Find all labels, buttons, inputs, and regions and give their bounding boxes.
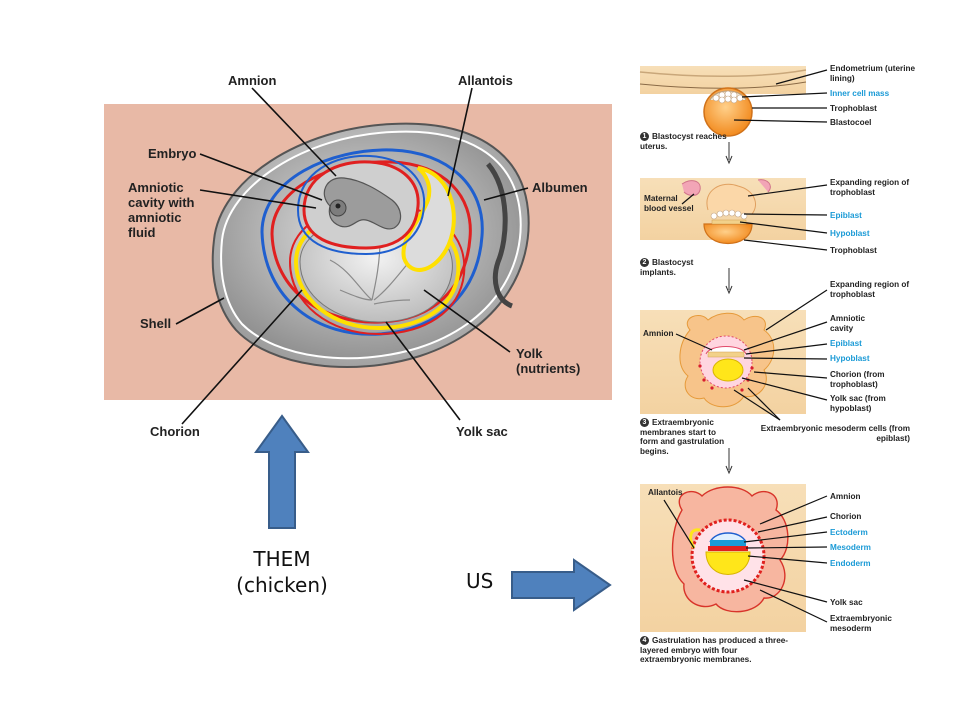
s3-label-chorion: Chorion (from trophoblast) bbox=[830, 370, 885, 389]
s3-number-badge: 3 bbox=[640, 418, 649, 427]
s1-label-inner-cell-mass: Inner cell mass bbox=[830, 89, 890, 98]
caption-human: US bbox=[466, 569, 494, 593]
s2-label-maternal-vessel: Maternal blood vessel bbox=[644, 194, 694, 213]
label-yolk-sac: Yolk sac bbox=[456, 424, 508, 439]
chorion-membrane bbox=[260, 148, 484, 336]
s1-label-endometrium: Endometrium (uterine lining) bbox=[830, 64, 916, 83]
s4-label-endoderm: Endoderm bbox=[830, 559, 871, 568]
s3-label-epiblast: Epiblast bbox=[830, 339, 862, 348]
s4-label-chorion: Chorion bbox=[830, 512, 862, 521]
s1-label-trophoblast: Trophoblast bbox=[830, 104, 877, 113]
s2-number-badge: 2 bbox=[640, 258, 649, 267]
s2-label-epiblast: Epiblast bbox=[830, 211, 862, 220]
s4-label-mesoderm: Mesoderm bbox=[830, 543, 871, 552]
s3-label-yolk-sac: Yolk sac (from hypoblast) bbox=[830, 394, 886, 413]
label-amnion: Amnion bbox=[228, 73, 277, 88]
s4-label-amnion: Amnion bbox=[830, 492, 861, 501]
s1-label-blastocoel: Blastocoel bbox=[830, 118, 872, 127]
stage1-illustration bbox=[639, 66, 807, 165]
label-amniotic-cavity: Amniotic cavity with amniotic fluid bbox=[128, 180, 195, 240]
s4-label-yolk-sac: Yolk sac bbox=[830, 598, 863, 607]
allantois-membrane bbox=[401, 166, 456, 272]
label-yolk: Yolk (nutrients) bbox=[516, 346, 581, 376]
embryo bbox=[323, 177, 402, 230]
s4-label-extra-mesoderm: Extraembryonic mesoderm bbox=[830, 614, 892, 633]
label-embryo: Embryo bbox=[148, 146, 197, 161]
s3-label-hypoblast: Hypoblast bbox=[830, 354, 870, 363]
s3-label-amniotic-cavity: Amniotic cavity bbox=[830, 314, 866, 333]
s3-label-expanding: Expanding region of trophoblast bbox=[830, 280, 910, 299]
s4-label-ectoderm: Ectoderm bbox=[830, 528, 868, 537]
label-albumen: Albumen bbox=[532, 180, 588, 195]
caption-chicken: THEM (chicken) bbox=[236, 547, 328, 597]
label-chorion: Chorion bbox=[150, 424, 200, 439]
label-allantois: Allantois bbox=[458, 73, 513, 88]
s4-label-allantois: Allantois bbox=[648, 488, 683, 497]
label-shell: Shell bbox=[140, 316, 172, 331]
right-arrow-icon bbox=[511, 558, 612, 612]
s4-number-badge: 4 bbox=[640, 636, 649, 645]
up-arrow-icon bbox=[254, 414, 310, 529]
s3-label-amnion: Amnion bbox=[643, 329, 674, 338]
stage2-illustration bbox=[640, 178, 806, 295]
stage4-illustration bbox=[640, 484, 806, 632]
s1-number-badge: 1 bbox=[640, 132, 649, 141]
s2-label-hypoblast: Hypoblast bbox=[830, 229, 870, 238]
s2-label-expanding: Expanding region of trophoblast bbox=[830, 178, 910, 197]
stage3-illustration bbox=[640, 310, 806, 475]
s3-label-mesoderm-cells: Extraembryonic mesoderm cells (from epib… bbox=[760, 424, 910, 443]
s2-label-trophoblast: Trophoblast bbox=[830, 246, 877, 255]
